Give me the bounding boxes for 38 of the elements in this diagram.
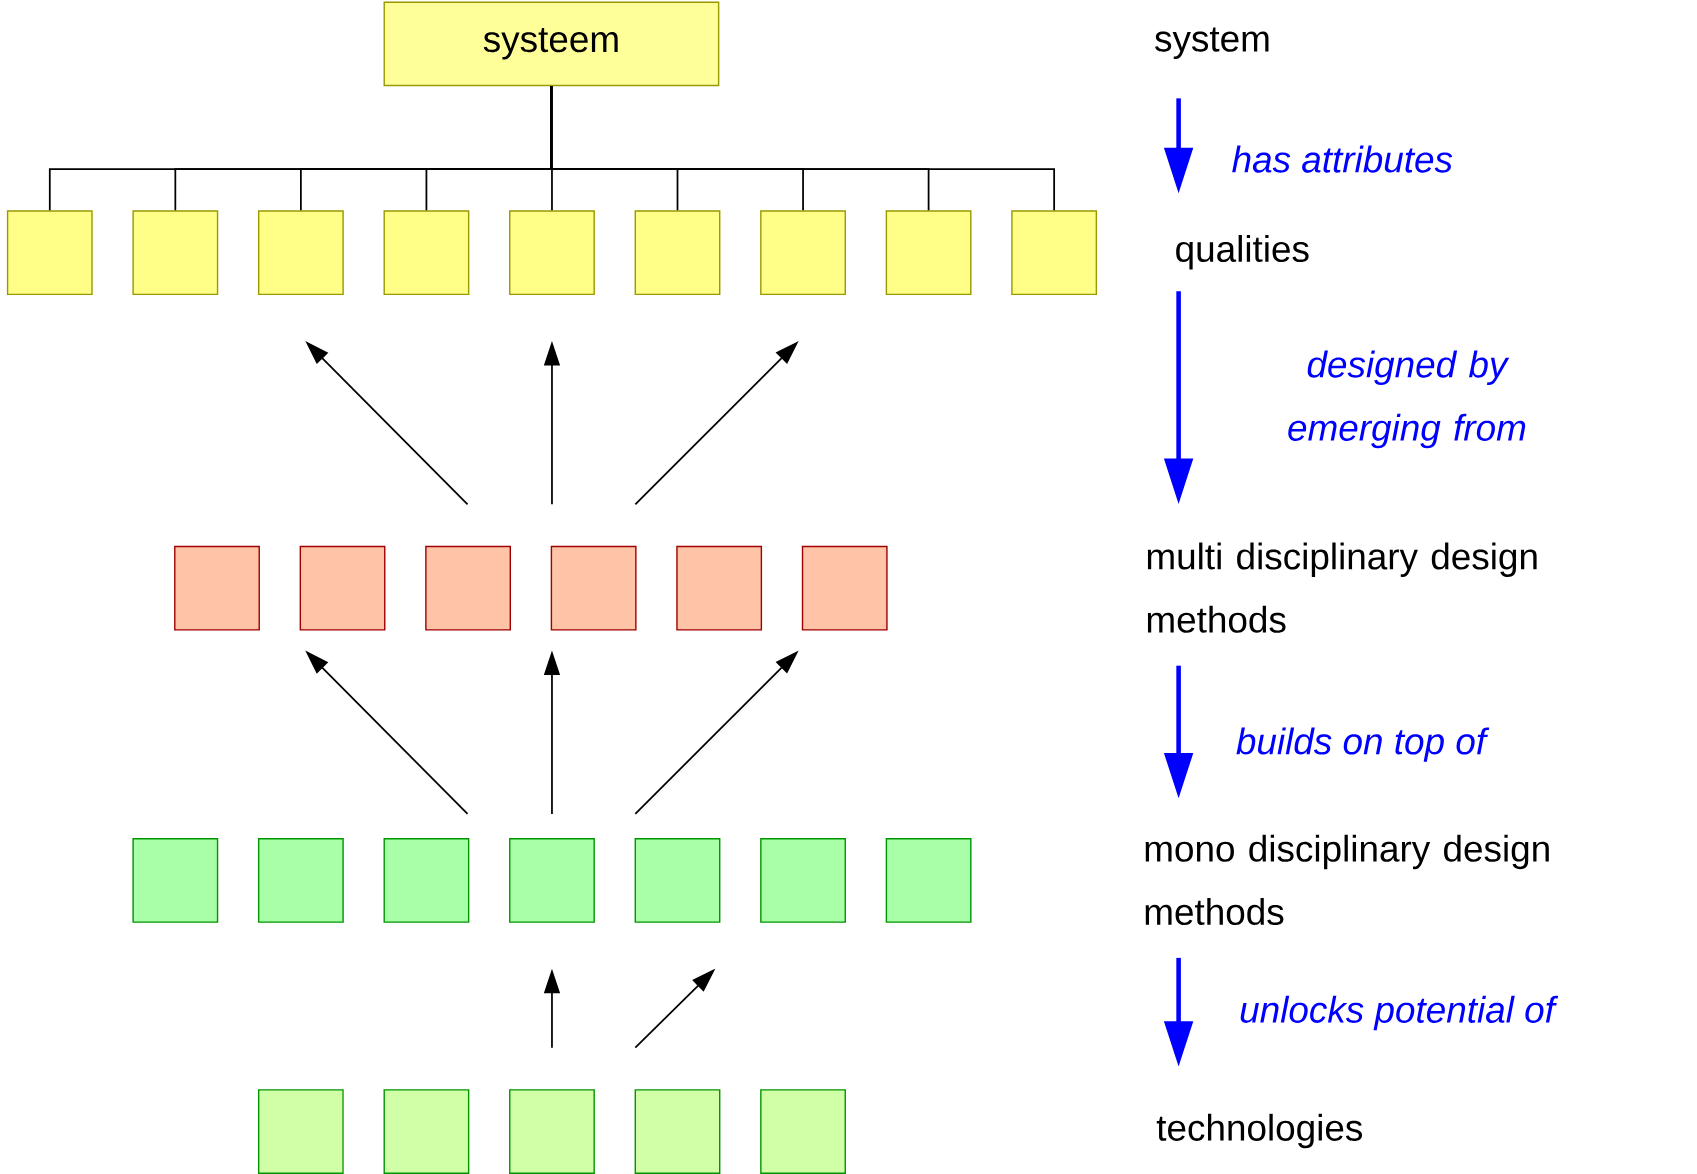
method-box — [425, 545, 511, 631]
level-label: technologies — [1156, 1113, 1362, 1149]
method-box — [634, 837, 721, 923]
technology-box — [760, 1089, 846, 1174]
system-box: systeem — [383, 1, 720, 87]
edge-label: builds on top of — [1236, 727, 1490, 762]
technology-box — [634, 1089, 721, 1174]
method-box — [383, 837, 470, 923]
edge-label: unlocks potential of — [1240, 995, 1559, 1031]
edge-label: designed by emerging from — [1288, 350, 1526, 449]
method-box — [676, 545, 763, 631]
method-box — [550, 545, 637, 631]
level-label: mono disciplinary design methods — [1145, 834, 1549, 925]
technology-box — [383, 1089, 470, 1174]
technology-box — [257, 1089, 344, 1174]
edge-label: has attributes — [1232, 145, 1453, 173]
technology-box — [509, 1089, 595, 1174]
quality-box — [885, 210, 972, 295]
quality-box — [132, 210, 219, 295]
level-label: multi disciplinary design methods — [1147, 542, 1537, 633]
quality-box — [509, 210, 595, 295]
method-box — [299, 545, 386, 631]
method-box — [257, 837, 344, 923]
method-box — [509, 837, 595, 923]
tree-line — [550, 85, 1056, 212]
quality-box — [1011, 210, 1098, 295]
level-label: qualities — [1176, 234, 1309, 270]
quality-box — [257, 210, 344, 295]
method-box — [885, 837, 972, 923]
method-box — [801, 545, 888, 631]
quality-box — [6, 210, 93, 295]
method-box — [132, 837, 219, 923]
quality-box — [760, 210, 846, 295]
method-box — [760, 837, 846, 923]
method-box — [174, 545, 260, 631]
quality-box — [383, 210, 470, 295]
level-label: system — [1155, 27, 1269, 59]
quality-box — [634, 210, 721, 295]
